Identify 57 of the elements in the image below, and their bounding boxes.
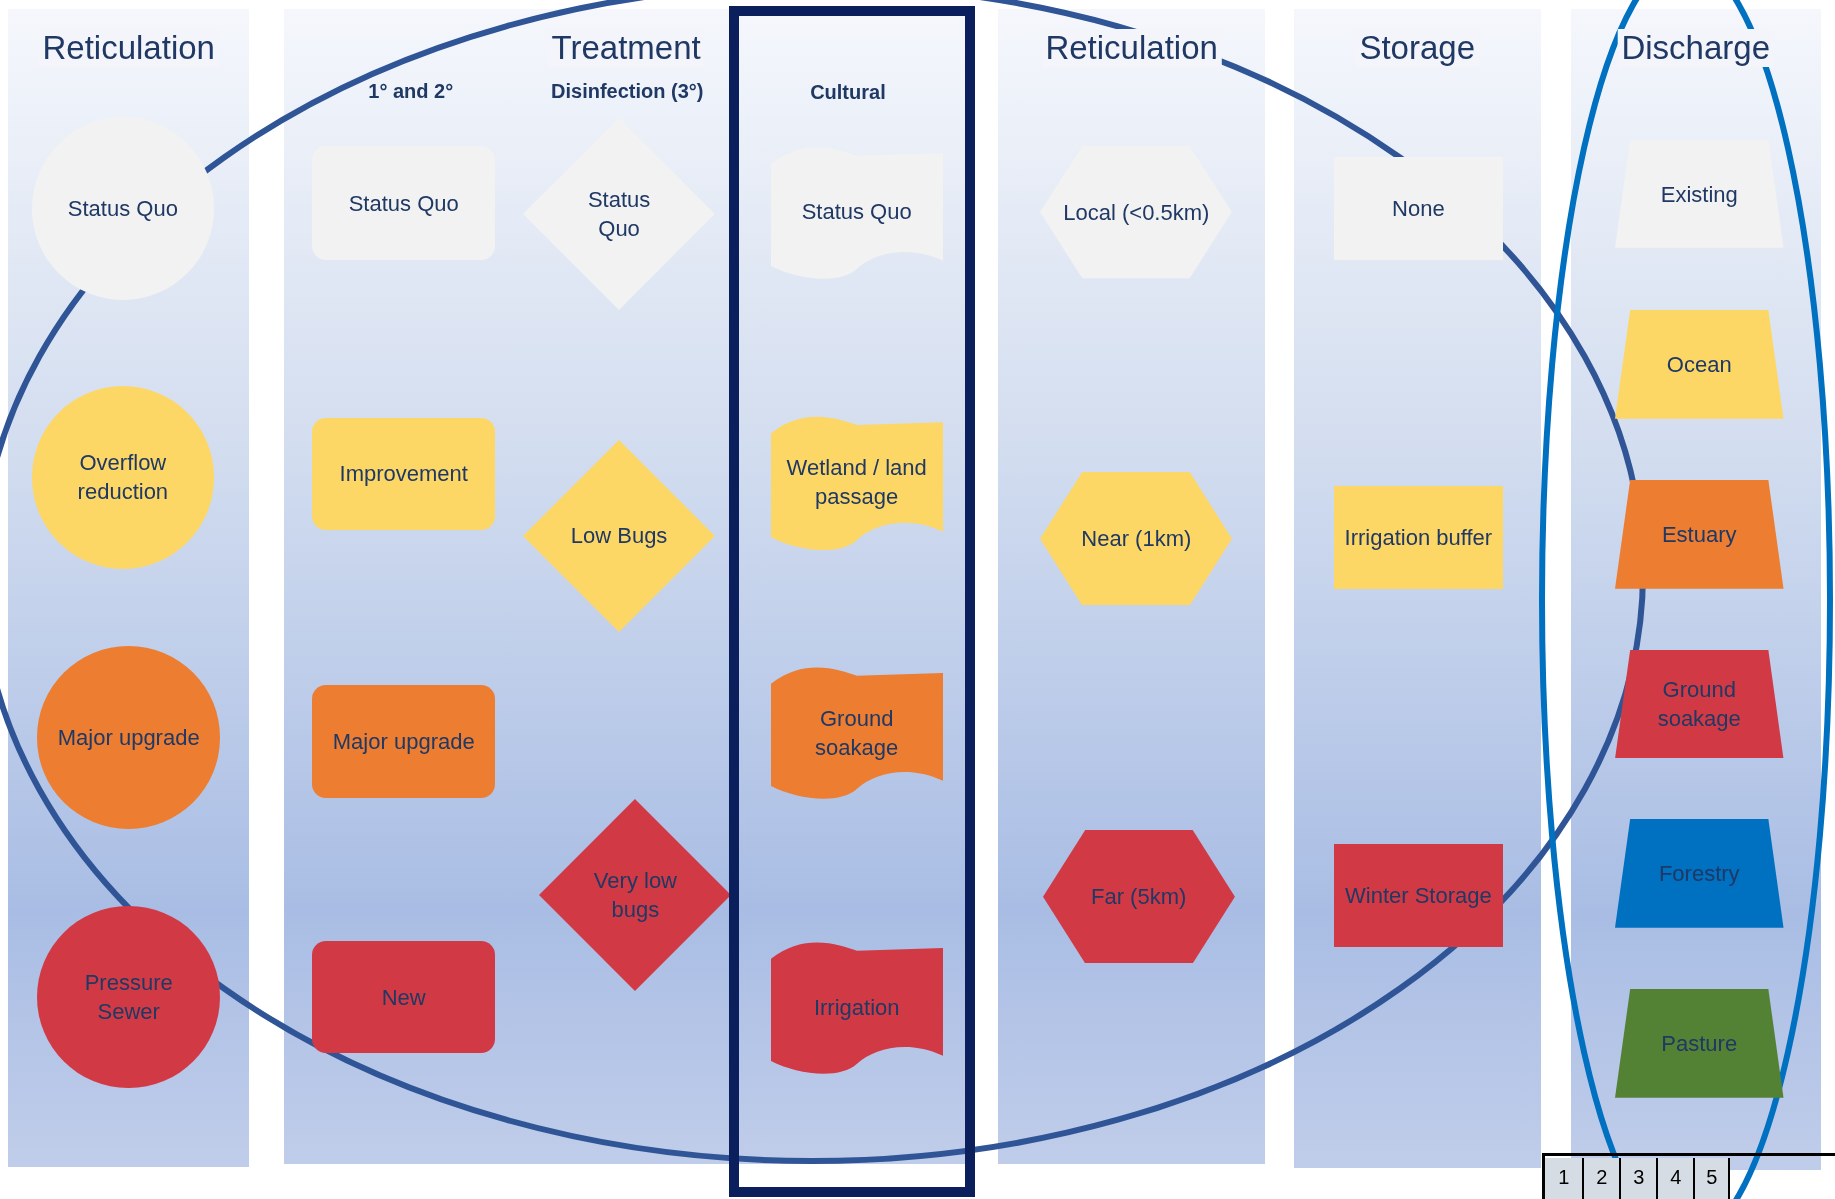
option-trapezoid [1615,649,1784,759]
option-box [1334,843,1503,947]
option-label: Overflow reduction [76,449,170,507]
option-label: Near (1km) [1080,524,1193,553]
table-cell: 4 [1656,1157,1694,1199]
option-diamond [523,440,716,632]
option-label: Wetland / land passage [785,454,928,512]
option-hexagon [1042,829,1235,964]
sub-heading: 1° and 2° [368,79,454,103]
option-label: Very low bugs [592,867,678,925]
option-trapezoid [1615,479,1784,589]
option-label: Existing [1659,180,1739,209]
sub-heading: Disinfection (3°) [551,79,704,103]
option-box [312,684,495,799]
option-trapezoid [1615,140,1784,249]
option-label: Pressure Sewer [83,969,174,1027]
table-cell: 1 [1545,1157,1583,1199]
option-box [312,940,495,1054]
option-label: Forestry [1657,860,1741,889]
option-label: Ground soakage [1656,675,1742,733]
option-diamond [539,799,732,992]
option-box [312,417,495,531]
option-label: Far (5km) [1090,882,1188,911]
option-label: Status Quo [347,189,460,218]
column-panel [1294,9,1542,1168]
option-label: Major upgrade [56,723,201,752]
option-trapezoid [1615,819,1784,928]
table-cell: 2 [1582,1157,1620,1199]
option-label: Status Quo [66,194,179,223]
option-label: Ocean [1665,351,1733,379]
option-trapezoid [1615,310,1784,419]
option-label: Status Quo [586,186,652,244]
table-cell: 3 [1619,1157,1657,1199]
option-label: New [380,983,427,1012]
option-label: Estuary [1660,520,1738,549]
option-label: Low Bugs [569,522,669,551]
option-banner [770,665,943,800]
sub-heading: Cultural [810,80,886,104]
option-label: Major upgrade [331,727,476,756]
option-hexagon [1040,471,1233,605]
option-label: None [1391,194,1446,223]
option-label: Winter Storage [1344,881,1493,910]
option-box [1334,156,1503,260]
column-panel [8,9,250,1167]
option-trapezoid [1615,988,1784,1098]
option-label: Irrigation [812,994,901,1023]
option-label: Status Quo [800,198,913,227]
option-label: Improvement [338,460,469,489]
option-box [1334,485,1503,589]
column-panel [998,9,1266,1165]
table-cell: 5 [1693,1157,1731,1199]
option-label: Local (<0.5km) [1062,198,1211,227]
option-label: Ground soakage [814,704,900,762]
column-panel [1570,9,1821,1171]
option-banner [770,940,943,1075]
option-label: Pasture [1660,1029,1739,1058]
option-label: Irrigation buffer [1343,523,1494,552]
